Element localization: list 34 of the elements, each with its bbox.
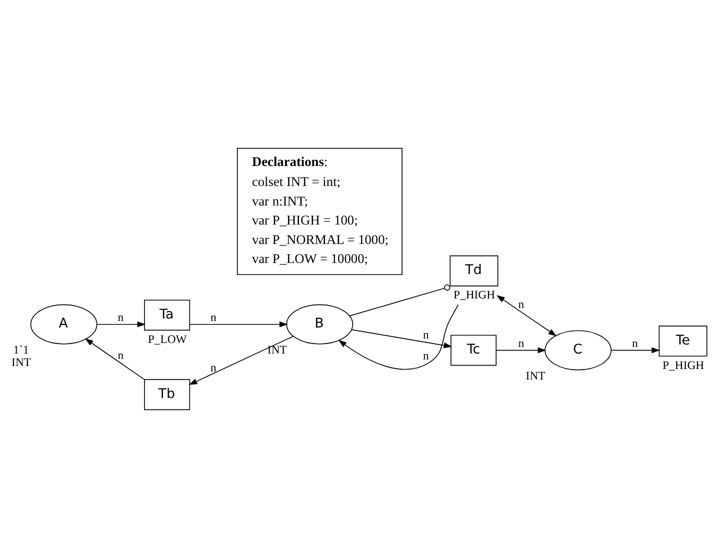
arrow — [338, 304, 459, 370]
node-label: INT — [526, 368, 546, 382]
node-label: INT — [12, 355, 32, 368]
edge-label: n — [632, 336, 638, 350]
edge-label: n — [118, 310, 124, 324]
node-label: 1`1 — [13, 342, 29, 356]
node-box: Declarations: colset INT = int; var n:INT; var P_HIGH = 100; var P_NORMAL = 1000; var P_LOW = 10000; — [236, 147, 402, 275]
arrow — [496, 346, 546, 353]
arrow — [496, 294, 557, 336]
arrow — [84, 338, 145, 380]
connector — [349, 284, 450, 316]
arrow — [351, 328, 452, 348]
node-ellipse: A — [30, 304, 98, 344]
node-ellipse: B — [286, 304, 354, 344]
node-box: Ta — [144, 299, 190, 330]
arrow — [188, 335, 294, 384]
node-box: Te — [658, 325, 708, 356]
node-box: Tb — [144, 378, 190, 410]
node-label: P_HIGH — [453, 288, 496, 302]
edge-label: n — [118, 348, 124, 362]
arrow — [610, 346, 660, 353]
node-label: P_HIGH — [662, 358, 704, 372]
edge-label: n — [422, 328, 429, 342]
edge-label: n — [210, 360, 216, 374]
edge-label: n — [210, 310, 216, 324]
node-label: P_LOW — [148, 332, 187, 346]
node-label: INT — [267, 342, 287, 356]
edge-label: n — [518, 336, 524, 350]
arrow — [189, 320, 288, 327]
node-box: Tc — [450, 334, 497, 366]
node-box: Td — [450, 254, 498, 286]
arrow — [96, 320, 146, 327]
edge-label: n — [422, 349, 429, 362]
edge-label: n — [518, 297, 524, 310]
